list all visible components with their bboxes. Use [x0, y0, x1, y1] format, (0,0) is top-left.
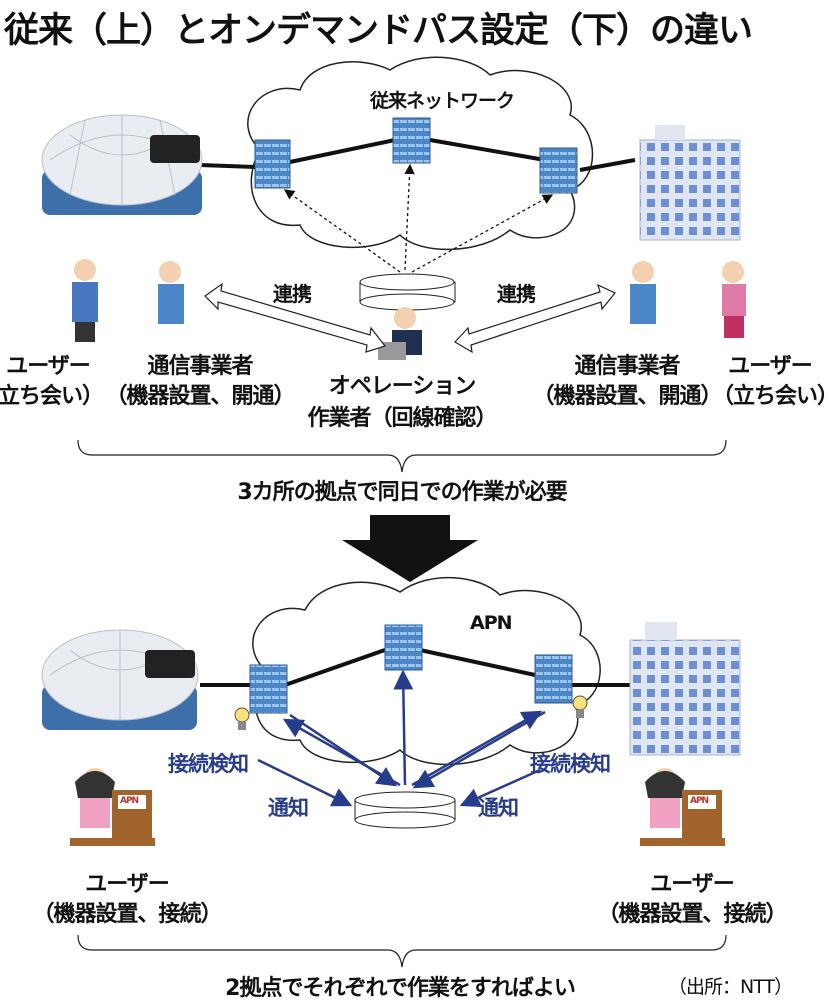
- user-left-name: ユーザー: [6, 354, 91, 379]
- worker-icon: [630, 261, 656, 324]
- user-right-name: ユーザー: [728, 354, 813, 379]
- camera-icon: [150, 135, 200, 163]
- source-note: （出所：NTT）: [668, 976, 793, 998]
- operator-icon: [378, 307, 422, 360]
- user-with-apn-box-icon: [70, 768, 155, 846]
- cloud-bottom: [252, 576, 601, 766]
- lightbulb-icon: [234, 707, 250, 730]
- user-right-role: （立ち会い）: [711, 384, 829, 409]
- server-disc: [359, 273, 456, 311]
- down-arrow: [342, 515, 478, 582]
- collab-arrow-right: [454, 283, 616, 354]
- worker-icon: [158, 261, 184, 324]
- notify-label-left: 通知: [268, 796, 309, 820]
- user-left-role: （立ち会い）: [0, 384, 104, 409]
- carrier-right-name: 通信事業者: [574, 354, 680, 379]
- detect-label-left: 接続検知: [168, 752, 249, 776]
- user-icon: [72, 259, 98, 342]
- carrier-right-role: （機器設置、開通）: [532, 384, 722, 409]
- user-with-apn-box-icon: [640, 768, 725, 846]
- detect-label-right: 接続検知: [530, 752, 611, 776]
- user-left-name: ユーザー: [85, 872, 170, 897]
- stadium-icon: [41, 629, 199, 730]
- apn-box-label: APN: [690, 796, 709, 806]
- building-icon: [629, 622, 741, 756]
- bottom-summary: 2拠点でそれぞれで作業をすればよい: [225, 976, 576, 1001]
- user-icon: [722, 261, 746, 338]
- brace-top: [77, 439, 727, 473]
- building-icon: [639, 125, 741, 241]
- user-left-role: （機器設置、接続）: [32, 902, 222, 927]
- collab-arrow-left: [204, 282, 387, 353]
- link-label-right: 連携: [497, 282, 536, 306]
- operator-role: 作業者（回線確認）: [307, 406, 497, 431]
- apn-box-label: APN: [120, 796, 139, 806]
- server-disc: [354, 791, 456, 829]
- carrier-left-role: （機器設置、開通）: [105, 384, 295, 409]
- user-right-role: （機器設置、接続）: [597, 902, 787, 927]
- router-icon: [254, 117, 578, 194]
- lightbulb-icon: [572, 695, 588, 718]
- carrier-left-name: 通信事業者: [147, 354, 253, 379]
- brace-bottom: [77, 934, 727, 968]
- link-label-left: 連携: [273, 282, 312, 306]
- camera-icon: [145, 650, 195, 678]
- router-icon: [249, 624, 573, 714]
- notify-label-right: 通知: [478, 796, 519, 820]
- stadium-icon: [41, 114, 203, 215]
- network-label-top: 従来ネットワーク: [370, 90, 515, 112]
- network-label-bottom: APN: [470, 612, 513, 634]
- operator-name: オペレーション: [328, 374, 477, 399]
- page-title: 従来（上）とオンデマンドパス設定（下）の違い: [4, 11, 753, 51]
- user-right-name: ユーザー: [650, 872, 735, 897]
- top-summary: 3カ所の拠点で同日での作業が必要: [237, 480, 567, 505]
